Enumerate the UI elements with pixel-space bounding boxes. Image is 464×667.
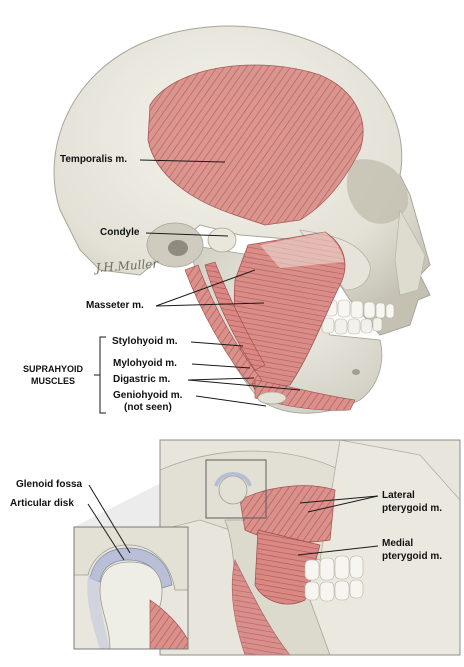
temporalis-muscle — [147, 64, 364, 226]
label-medial-pterygoid-1: Medial — [382, 538, 414, 549]
artist-signature: J.H.Muller — [92, 257, 160, 276]
label-medial-pterygoid-2: pterygoid m. — [382, 551, 443, 562]
leader-lines — [87, 159, 379, 561]
lateral-pterygoid-muscle — [239, 485, 336, 543]
label-masseter: Masseter m. — [86, 300, 144, 311]
group-line-2: MUSCLES — [30, 376, 75, 386]
suprahyoid-group-label: SUPRAHYOID MUSCLES — [10, 363, 96, 387]
suprahyoid-bracket — [94, 336, 106, 414]
inset-view — [160, 440, 460, 655]
label-geniohyoid-note: (not seen) — [124, 402, 172, 413]
label-digastric: Digastric m. — [113, 374, 171, 385]
zoom-frame — [73, 526, 189, 650]
group-line-1: SUPRAHYOID — [22, 364, 83, 374]
label-condyle: Condyle — [100, 227, 140, 238]
label-lateral-pterygoid-1: Lateral — [382, 490, 415, 501]
tmj-zoom — [74, 527, 188, 649]
zoom-source-box — [205, 459, 267, 519]
digastric-posterior-belly — [184, 264, 263, 386]
label-mylohyoid: Mylohyoid m. — [113, 358, 177, 369]
label-glenoid-fossa: Glenoid fossa — [16, 479, 83, 490]
label-lateral-pterygoid-2: pterygoid m. — [382, 503, 443, 514]
medial-pterygoid-muscle — [254, 529, 321, 605]
label-geniohyoid: Geniohyoid m. — [113, 390, 183, 401]
zoom-condyle — [99, 561, 163, 649]
label-stylohyoid: Stylohyoid m. — [112, 336, 178, 347]
label-articular-disk: Articular disk — [10, 498, 74, 509]
label-temporalis: Temporalis m. — [60, 154, 128, 165]
stylohyoid-muscle — [204, 261, 266, 371]
